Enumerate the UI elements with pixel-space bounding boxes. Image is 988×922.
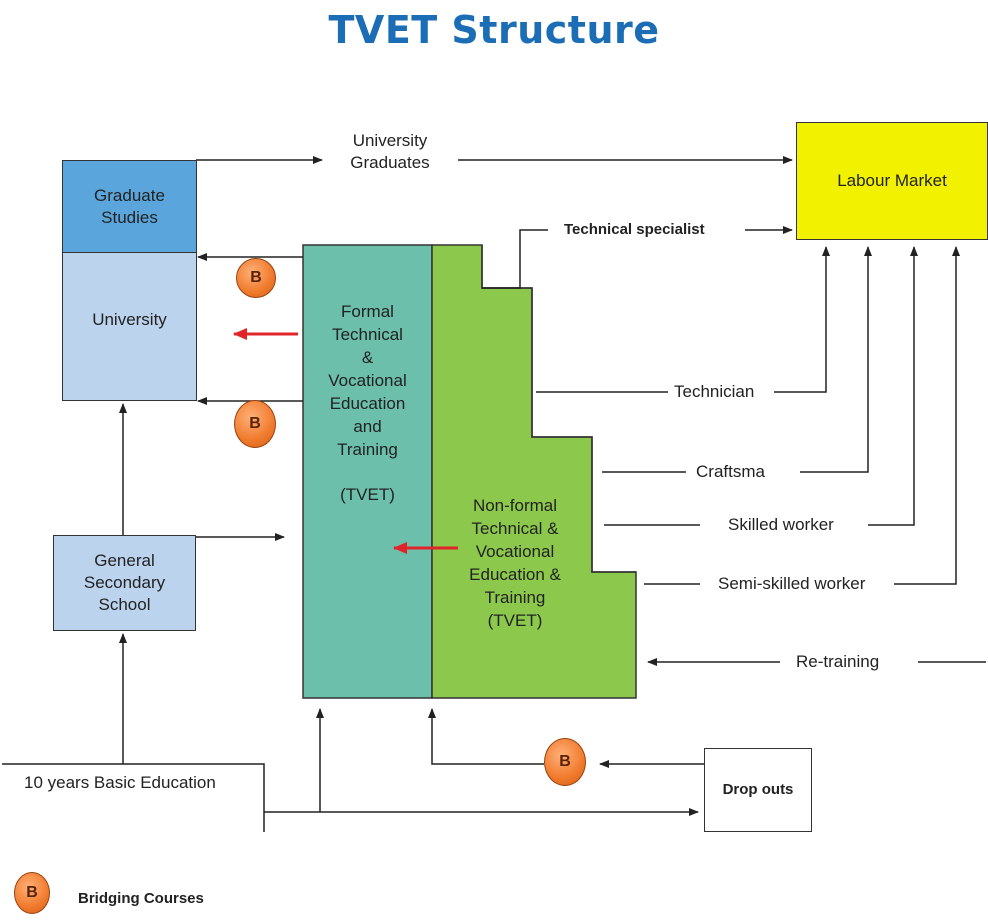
formal-tvet-line: Training (337, 440, 398, 459)
legend-label: Bridging Courses (78, 890, 204, 907)
formal-tvet-line: Vocational (328, 371, 407, 390)
bridging-badge: B (234, 400, 276, 448)
skilled-worker-label: Skilled worker (724, 514, 838, 536)
formal-tvet-line: and (353, 417, 382, 436)
bridging-badge: B (544, 738, 586, 786)
nonformal-tvet-line: Education & (469, 565, 561, 584)
general-secondary-label: General Secondary School (83, 551, 166, 614)
nonformal-tvet-line: Training (484, 588, 546, 607)
formal-tvet-text: Formal Technical & Vocational Education … (303, 300, 432, 506)
nonformal-tvet-text: Non-formal Technical & Vocational Educat… (440, 494, 590, 632)
formal-tvet-line: Education (329, 394, 406, 413)
formal-tvet-box (302, 244, 433, 699)
technician-label: Technician (670, 381, 759, 403)
technical-specialist-label: Technical specialist (560, 219, 709, 241)
graduate-studies-box: Graduate Studies (62, 160, 197, 253)
bridging-badge: B (236, 258, 276, 298)
labour-market-label: Labour Market (837, 171, 947, 190)
university-graduates-line: Graduates (350, 153, 430, 172)
formal-tvet-line: Technical (332, 325, 403, 344)
formal-tvet-line: & (361, 348, 374, 367)
university-graduates-line: University (352, 131, 428, 150)
university-label: University (92, 310, 167, 329)
graduate-studies-label: Graduate Studies (94, 185, 165, 227)
nonformal-tvet-line: Technical & (471, 519, 559, 538)
page-title: TVET Structure (328, 8, 660, 52)
formal-tvet-line: Formal (341, 302, 394, 321)
drop-outs-label: Drop outs (722, 781, 794, 798)
nonformal-tvet-line: Vocational (475, 542, 555, 561)
drop-outs-box: Drop outs (704, 748, 812, 832)
re-training-label: Re-training (792, 651, 884, 673)
legend-bridging-badge: B (14, 872, 50, 914)
semi-skilled-worker-label: Semi-skilled worker (714, 573, 870, 595)
university-box: University (62, 252, 197, 401)
basic-education-label: 10 years Basic Education (24, 772, 216, 794)
craftsman-label: Craftsma (692, 461, 769, 483)
nonformal-tvet-line: Non-formal (472, 496, 558, 515)
formal-tvet-abbr: (TVET) (340, 485, 395, 504)
nonformal-tvet-line: (TVET) (487, 611, 543, 630)
university-graduates-label: University Graduates (322, 130, 458, 174)
general-secondary-box: General Secondary School (53, 535, 196, 631)
labour-market-box: Labour Market (796, 122, 988, 240)
